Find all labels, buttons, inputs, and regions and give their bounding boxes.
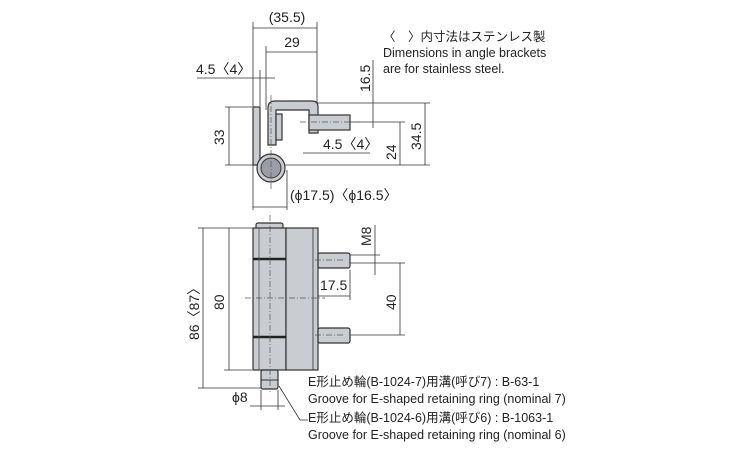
groove-note-en-6: Groove for E-shaped retaining ring (nomi… <box>308 428 566 442</box>
top-view: (35.5) 29 4.5〈4〉 16.5 33 4.5〈4〉 24 34.5 … <box>196 9 546 210</box>
dim-bolt-pitch: 40 <box>383 294 399 310</box>
hinge-leaf-plate <box>252 106 261 166</box>
dim-bolt-length: 17.5 <box>320 277 347 293</box>
note-jp: 〈 〉内寸法はステンレス製 <box>383 30 546 44</box>
front-view: 86〈87〉 80 M8 17.5 40 ϕ8 E形止め輪(B-1024-7)用… <box>186 215 566 442</box>
dim-diameter: (ϕ17.5)〈ϕ16.5〉 <box>290 187 398 203</box>
note-en-1: Dimensions in angle brackets <box>383 46 546 60</box>
hinge-arm <box>267 100 319 146</box>
arm-insert <box>275 113 283 141</box>
bolt-upper <box>317 252 351 269</box>
dim-body-height: 80 <box>211 294 227 310</box>
dim-height-34-5: 34.5 <box>408 123 424 150</box>
dim-height-33: 33 <box>211 129 227 145</box>
bolt-lower <box>317 327 351 344</box>
dim-bolt-offset-top: 16.5 <box>357 65 373 92</box>
dim-pin-diameter: ϕ8 <box>232 389 248 405</box>
hinge-knuckle <box>252 227 287 371</box>
groove-note-jp-6: E形止め輪(B-1024-6)用溝(呼び6) : B-1063-1 <box>308 410 553 425</box>
dim-overall-width: (35.5) <box>269 9 306 25</box>
groove-note-en-7: Groove for E-shaped retaining ring (nomi… <box>308 392 566 406</box>
dim-arm-width: 29 <box>284 34 300 50</box>
dim-arm-thickness: 4.5〈4〉 <box>323 136 378 152</box>
bolt-top-view <box>308 114 351 131</box>
dim-thread: M8 <box>358 226 374 246</box>
dim-total-height: 86〈87〉 <box>186 281 202 340</box>
dim-height-24: 24 <box>383 144 399 160</box>
groove-note-jp-7: E形止め輪(B-1024-7)用溝(呼び7) : B-63-1 <box>308 374 539 389</box>
note-en-2: are for stainless steel. <box>383 62 505 76</box>
dim-plate-thickness: 4.5〈4〉 <box>196 61 251 77</box>
